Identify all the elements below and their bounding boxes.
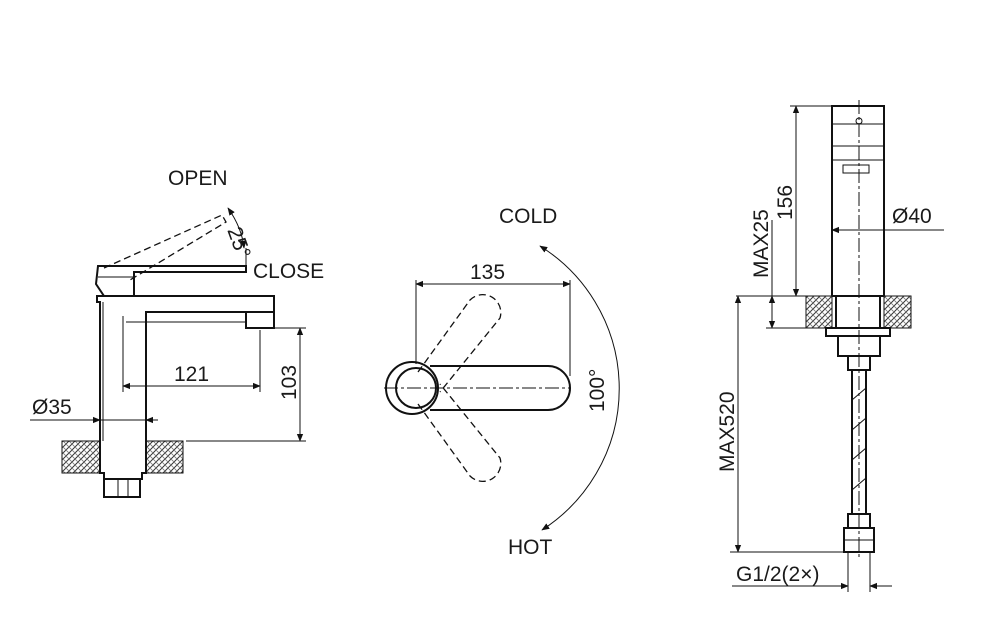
body-height-label: 156: [774, 185, 797, 220]
side-view: 156 Ø40 MAX25 MAX520 G1/2(2×): [716, 100, 944, 592]
angle-arc-25: [227, 207, 247, 249]
handle-hot: [417, 383, 502, 483]
front-countertop-left: [61, 440, 101, 474]
cold-label: COLD: [499, 205, 557, 228]
side-aerator: [842, 164, 870, 174]
front-view: 25° OPEN CLOSE 121 103 Ø35: [30, 167, 324, 498]
side-shank: [835, 295, 881, 329]
lever-angle-label: 25°: [222, 224, 254, 262]
open-label: OPEN: [168, 167, 228, 190]
top-view: 100° 135 COLD HOT: [384, 205, 620, 559]
front-nut: [103, 478, 141, 498]
hot-label: HOT: [508, 536, 553, 559]
rotation-arc: [539, 245, 620, 531]
lever-open: [103, 214, 227, 281]
side-washer: [825, 327, 891, 337]
base-diameter-label: Ø35: [32, 396, 72, 419]
side-connector: [847, 355, 871, 371]
max-deck-thickness-label: MAX25: [750, 209, 773, 278]
max-hose-length-label: MAX520: [716, 391, 739, 472]
spout-reach-label: 121: [174, 363, 209, 386]
handle-cold: [417, 293, 502, 393]
side-countertop-right: [883, 295, 912, 329]
handle-length-label: 135: [470, 261, 505, 284]
thread-size-label: G1/2(2×): [736, 563, 819, 586]
faucet-body: [96, 295, 275, 441]
side-hose-braid: [851, 387, 867, 491]
handle-solid: [430, 365, 571, 411]
spout-outlet: [245, 312, 275, 329]
spout-height-label: 103: [278, 365, 301, 400]
side-countertop-left: [805, 295, 833, 329]
lever-closed: [94, 265, 247, 297]
front-countertop-right: [145, 440, 184, 474]
close-label: CLOSE: [253, 260, 324, 283]
body-diameter-label: Ø40: [892, 205, 932, 228]
rotation-angle-label: 100°: [586, 369, 609, 412]
front-shank: [99, 441, 147, 480]
side-body: [831, 105, 885, 297]
